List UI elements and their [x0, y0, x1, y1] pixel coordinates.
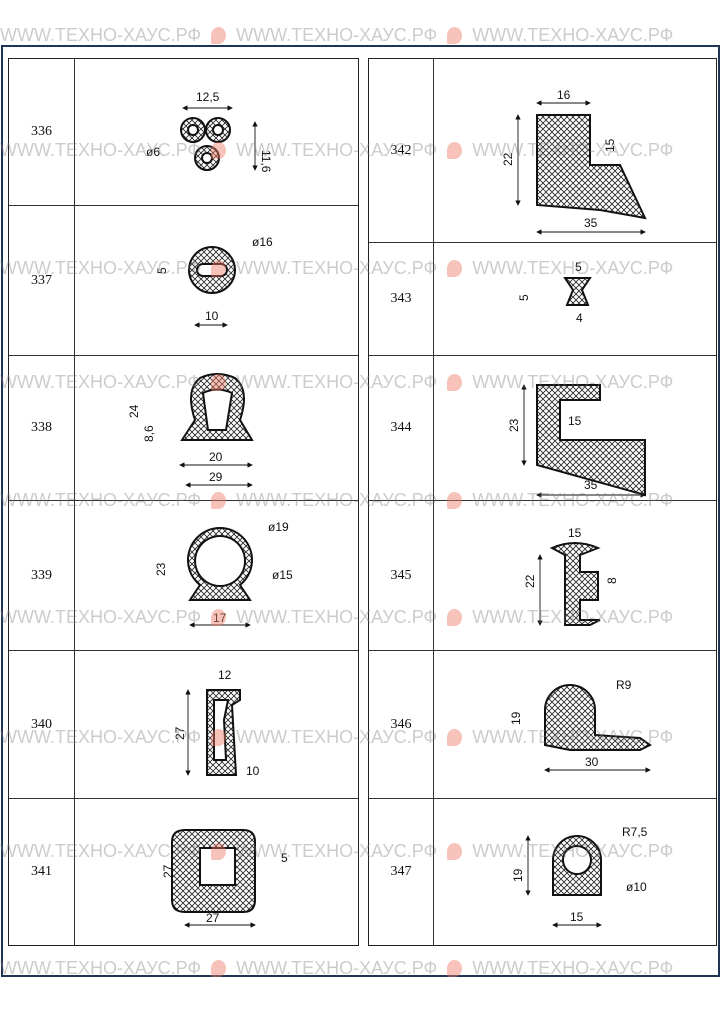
- profile-number: 342: [369, 59, 434, 242]
- profile-340-drawing: [206, 689, 241, 776]
- dim-label: ø6: [146, 145, 160, 159]
- dim-label: 29: [209, 470, 223, 484]
- dim-label: 15: [603, 138, 617, 152]
- profile-336-drawing: [180, 117, 231, 171]
- dim-label: ø19: [268, 520, 289, 534]
- profile-number: 338: [9, 356, 75, 500]
- dim-label: 5: [517, 294, 531, 301]
- table-row: 342: [369, 59, 716, 243]
- profile-344-drawing: [536, 384, 646, 497]
- profile-number: 343: [369, 243, 434, 355]
- profile-343-drawing: [563, 277, 592, 306]
- dim-label: 30: [585, 755, 599, 769]
- dim-label: 20: [209, 450, 223, 464]
- table-row: 337: [9, 206, 358, 356]
- dim-label: 5: [281, 851, 288, 865]
- profile-339-drawing: [187, 527, 253, 601]
- table-row: 345: [369, 501, 716, 651]
- dim-label: 27: [206, 911, 220, 925]
- profile-341-drawing: [171, 829, 256, 913]
- dim-label: 15: [568, 526, 582, 540]
- dim-label: ø10: [626, 880, 647, 894]
- profile-number: 347: [369, 799, 434, 945]
- dim-label: 24: [127, 404, 141, 418]
- profile-number: 337: [9, 206, 75, 355]
- dim-label: 22: [501, 152, 515, 166]
- profile-number: 339: [9, 501, 75, 650]
- dim-label: 35: [584, 216, 598, 230]
- dim-label: 17: [213, 611, 227, 625]
- table-row: 346: [369, 651, 716, 799]
- dim-label: 27: [173, 726, 187, 740]
- dim-label: 11,6: [259, 150, 273, 173]
- dim-label: 10: [205, 309, 219, 323]
- dim-label: 35: [584, 478, 598, 492]
- left-table: 336 337 338 339 340 341: [8, 58, 359, 946]
- dim-label: 4: [576, 311, 583, 325]
- profile-337-drawing: [188, 246, 236, 294]
- right-table: 342 343 344 345 346 347: [368, 58, 717, 946]
- profile-number: 341: [9, 799, 75, 945]
- dim-label: ø16: [252, 235, 273, 249]
- dim-label: 19: [511, 868, 525, 882]
- dim-label: ø15: [272, 568, 293, 582]
- table-row: 347: [369, 799, 716, 945]
- dim-label: 15: [570, 910, 584, 924]
- dim-label: 12: [218, 668, 232, 682]
- dim-label: 19: [509, 711, 523, 725]
- table-row: 341: [9, 799, 358, 945]
- dim-label: 5: [575, 260, 582, 274]
- profile-number: 336: [9, 59, 75, 205]
- profile-345-drawing: [549, 542, 601, 626]
- table-row: 339: [9, 501, 358, 651]
- dim-label: 8: [605, 577, 619, 584]
- table-row: 336: [9, 59, 358, 206]
- profile-342-drawing: [536, 114, 647, 220]
- dim-label: 16: [557, 88, 571, 102]
- dim-label: 23: [154, 562, 168, 576]
- dim-label: 15: [568, 414, 582, 428]
- page-frame: [1, 45, 720, 977]
- dim-label: R7,5: [622, 825, 648, 839]
- dim-label: 12,5: [196, 90, 220, 104]
- table-row: 343: [369, 243, 716, 356]
- profile-number: 344: [369, 356, 434, 500]
- profile-338-drawing: [180, 373, 254, 441]
- table-row: 340: [9, 651, 358, 799]
- dim-label: R9: [616, 678, 632, 692]
- profile-number: 345: [369, 501, 434, 650]
- dim-label: 27: [161, 864, 175, 878]
- profile-number: 346: [369, 651, 434, 798]
- profile-number: 340: [9, 651, 75, 798]
- dim-label: 10: [246, 764, 260, 778]
- table-row: 344: [369, 356, 716, 501]
- profile-346-drawing: [544, 684, 652, 751]
- dim-label: 8,6: [142, 425, 156, 442]
- dim-label: 5: [155, 267, 169, 274]
- table-row: 338: [9, 356, 358, 501]
- dim-label: 23: [507, 418, 521, 432]
- dim-label: 22: [523, 574, 537, 588]
